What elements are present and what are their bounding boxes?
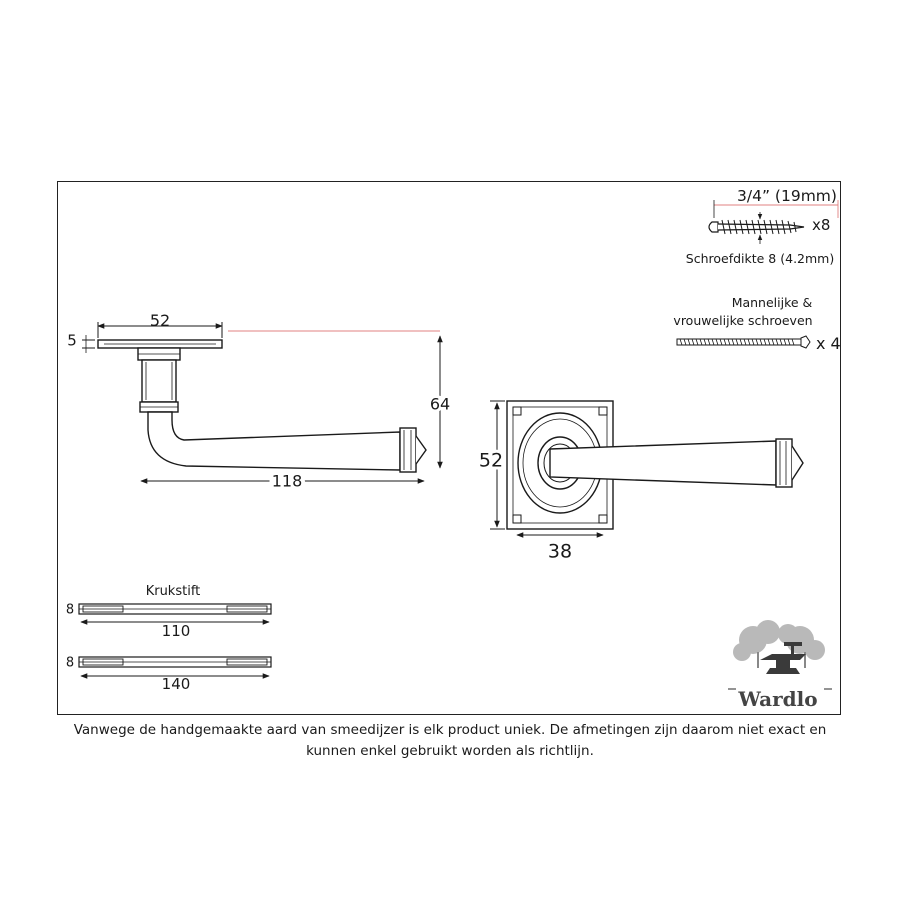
spindle-title: Krukstift [146,584,201,599]
spindle2-length: 140 [162,675,191,693]
screw-hole-tr [598,406,608,416]
lever-end-cap [399,427,417,473]
lever-end-cap-front [775,438,793,488]
dim-front-rose-width: 38 [548,541,572,563]
lever-arm-side [147,411,401,471]
dim-front-rose-height: 52 [479,450,503,472]
spindle2-thickness: 8 [66,656,74,671]
bolt-label-line1: Mannelijke & [732,295,813,310]
screw-hole-tl [512,406,522,416]
bolt-qty: x 4 [816,334,841,353]
wood-screw-qty: x8 [812,216,830,234]
footnote: Vanwege de handgemaakte aard van smeedij… [60,720,840,762]
spindle1-length: 110 [162,622,191,640]
footnote-line-1: Vanwege de handgemaakte aard van smeedij… [73,722,827,738]
neck [141,359,177,403]
lever-tip [415,435,427,465]
brand-logo-text: Wardlo [737,687,817,711]
anvil-icon [760,642,806,674]
dim-rose-thickness: 5 [67,332,77,350]
footnote-line-2: kunnen enkel gebruikt worden als richtli… [306,743,594,759]
wood-screw-gauge: Schroefdikte 8 (4.2mm) [686,251,834,266]
dim-rose-width: 52 [150,311,170,330]
front-view [506,400,804,530]
bolt [676,335,811,349]
wardlo-logo: Wardlo [728,620,832,711]
bolt-label-line2: vrouwelijke schroeven [673,313,812,328]
spindle-110 [78,603,272,625]
lever-tip-front [791,445,804,481]
drawing-frame [57,181,841,715]
wood-screw [708,200,839,244]
screw-hole-br [598,514,608,524]
dim-lever-height: 64 [430,395,450,414]
dim-lever-length: 118 [272,472,303,491]
screw-hole-bl [512,514,522,524]
side-view-dimensions [82,322,443,484]
front-view-dimensions [490,400,604,538]
spindle1-thickness: 8 [66,603,74,618]
lever-arm-front [549,440,777,486]
spindle-140 [78,656,272,679]
side-view [97,339,427,473]
tree-icon [733,620,825,661]
wood-screw-length: 3/4” (19mm) [737,187,837,205]
